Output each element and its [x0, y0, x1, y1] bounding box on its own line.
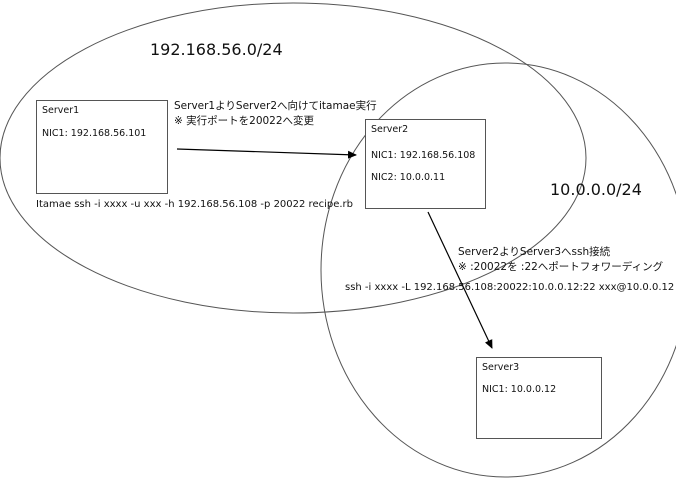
arrow-server2-to-server3 — [427, 211, 493, 349]
itamae-command: Itamae ssh -i xxxx -u xxx -h 192.168.56.… — [36, 199, 354, 210]
ssh-note-line2: ※ :20022を :22へポートフォワーディング — [458, 261, 664, 273]
server2-title: Server2 — [371, 124, 409, 135]
server1-title: Server1 — [42, 105, 80, 116]
itamae-note-line1: Server1よりServer2へ向けてitamae実行 — [174, 100, 377, 112]
network-ellipse-10-0-0 — [320, 62, 676, 478]
itamae-note-line2: ※ 実行ポートを20022へ変更 — [174, 115, 315, 127]
ssh-command: ssh -i xxxx -L 192.168.56.108:20022:10.0… — [345, 282, 675, 293]
server2-box: Server2 NIC1: 192.168.56.108 NIC2: 10.0.… — [365, 119, 486, 209]
ssh-note-line1: Server2よりServer3へssh接続 — [458, 246, 611, 258]
arrow-server1-to-server2 — [176, 148, 357, 159]
server1-box: Server1 NIC1: 192.168.56.101 — [36, 100, 168, 194]
network-ellipse-192-168-56 — [0, 2, 587, 314]
server2-nic1: NIC1: 192.168.56.108 — [371, 150, 476, 161]
network-label-10-0-0: 10.0.0.0/24 — [550, 180, 642, 199]
server1-nic1: NIC1: 192.168.56.101 — [42, 128, 147, 139]
server3-title: Server3 — [482, 362, 520, 373]
network-label-192-168-56: 192.168.56.0/24 — [150, 40, 283, 59]
server3-box: Server3 NIC1: 10.0.0.12 — [476, 357, 602, 439]
server2-nic2: NIC2: 10.0.0.11 — [371, 172, 446, 183]
server3-nic1: NIC1: 10.0.0.12 — [482, 384, 557, 395]
